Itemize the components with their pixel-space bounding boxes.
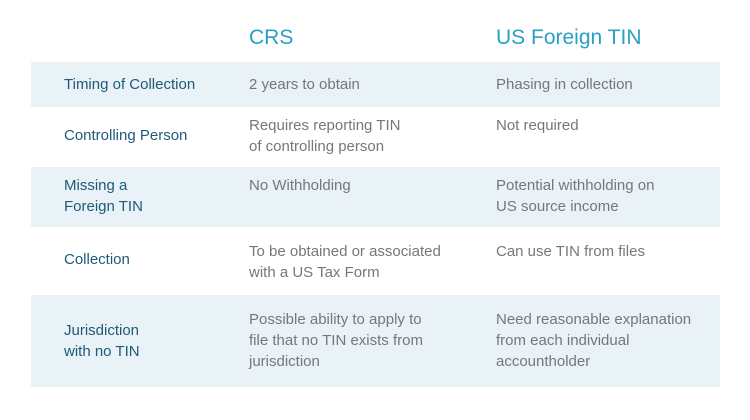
us-cell: Phasing in collection: [496, 76, 633, 93]
table-row-missing-foreign-tin: Missing a Foreign TIN No Withholding Pot…: [31, 167, 720, 227]
row-label: Missing a Foreign TIN: [64, 177, 143, 215]
table-row-jurisdiction-no-tin: Jurisdiction with no TIN Possible abilit…: [31, 295, 720, 387]
us-cell: Potential withholding on US source incom…: [496, 177, 655, 215]
us-cell: Need reasonable explanation from each in…: [496, 311, 692, 370]
column-header-crs: CRS: [249, 26, 294, 49]
crs-cell: To be obtained or associated with a US T…: [249, 243, 441, 281]
column-header-us-foreign-tin: US Foreign TIN: [496, 26, 642, 49]
us-cell: Can use TIN from files: [496, 243, 645, 260]
table-row-controlling-person: Controlling Person Requires reporting TI…: [31, 107, 720, 167]
row-label: Controlling Person: [64, 127, 188, 144]
table-header: CRS US Foreign TIN: [31, 0, 720, 62]
comparison-table: CRS US Foreign TIN Timing of Collection …: [31, 0, 720, 387]
table-row-collection: Collection To be obtained or associated …: [31, 227, 720, 295]
crs-cell: No Withholding: [249, 177, 351, 194]
row-label: Timing of Collection: [64, 76, 196, 93]
crs-cell: Requires reporting TIN of controlling pe…: [249, 117, 401, 155]
crs-cell: Possible ability to apply to file that n…: [249, 311, 423, 370]
us-cell: Not required: [496, 117, 579, 134]
row-label: Collection: [64, 251, 130, 268]
crs-cell: 2 years to obtain: [249, 76, 360, 93]
table-row-timing-of-collection: Timing of Collection 2 years to obtain P…: [31, 62, 720, 107]
row-label: Jurisdiction with no TIN: [64, 322, 140, 360]
